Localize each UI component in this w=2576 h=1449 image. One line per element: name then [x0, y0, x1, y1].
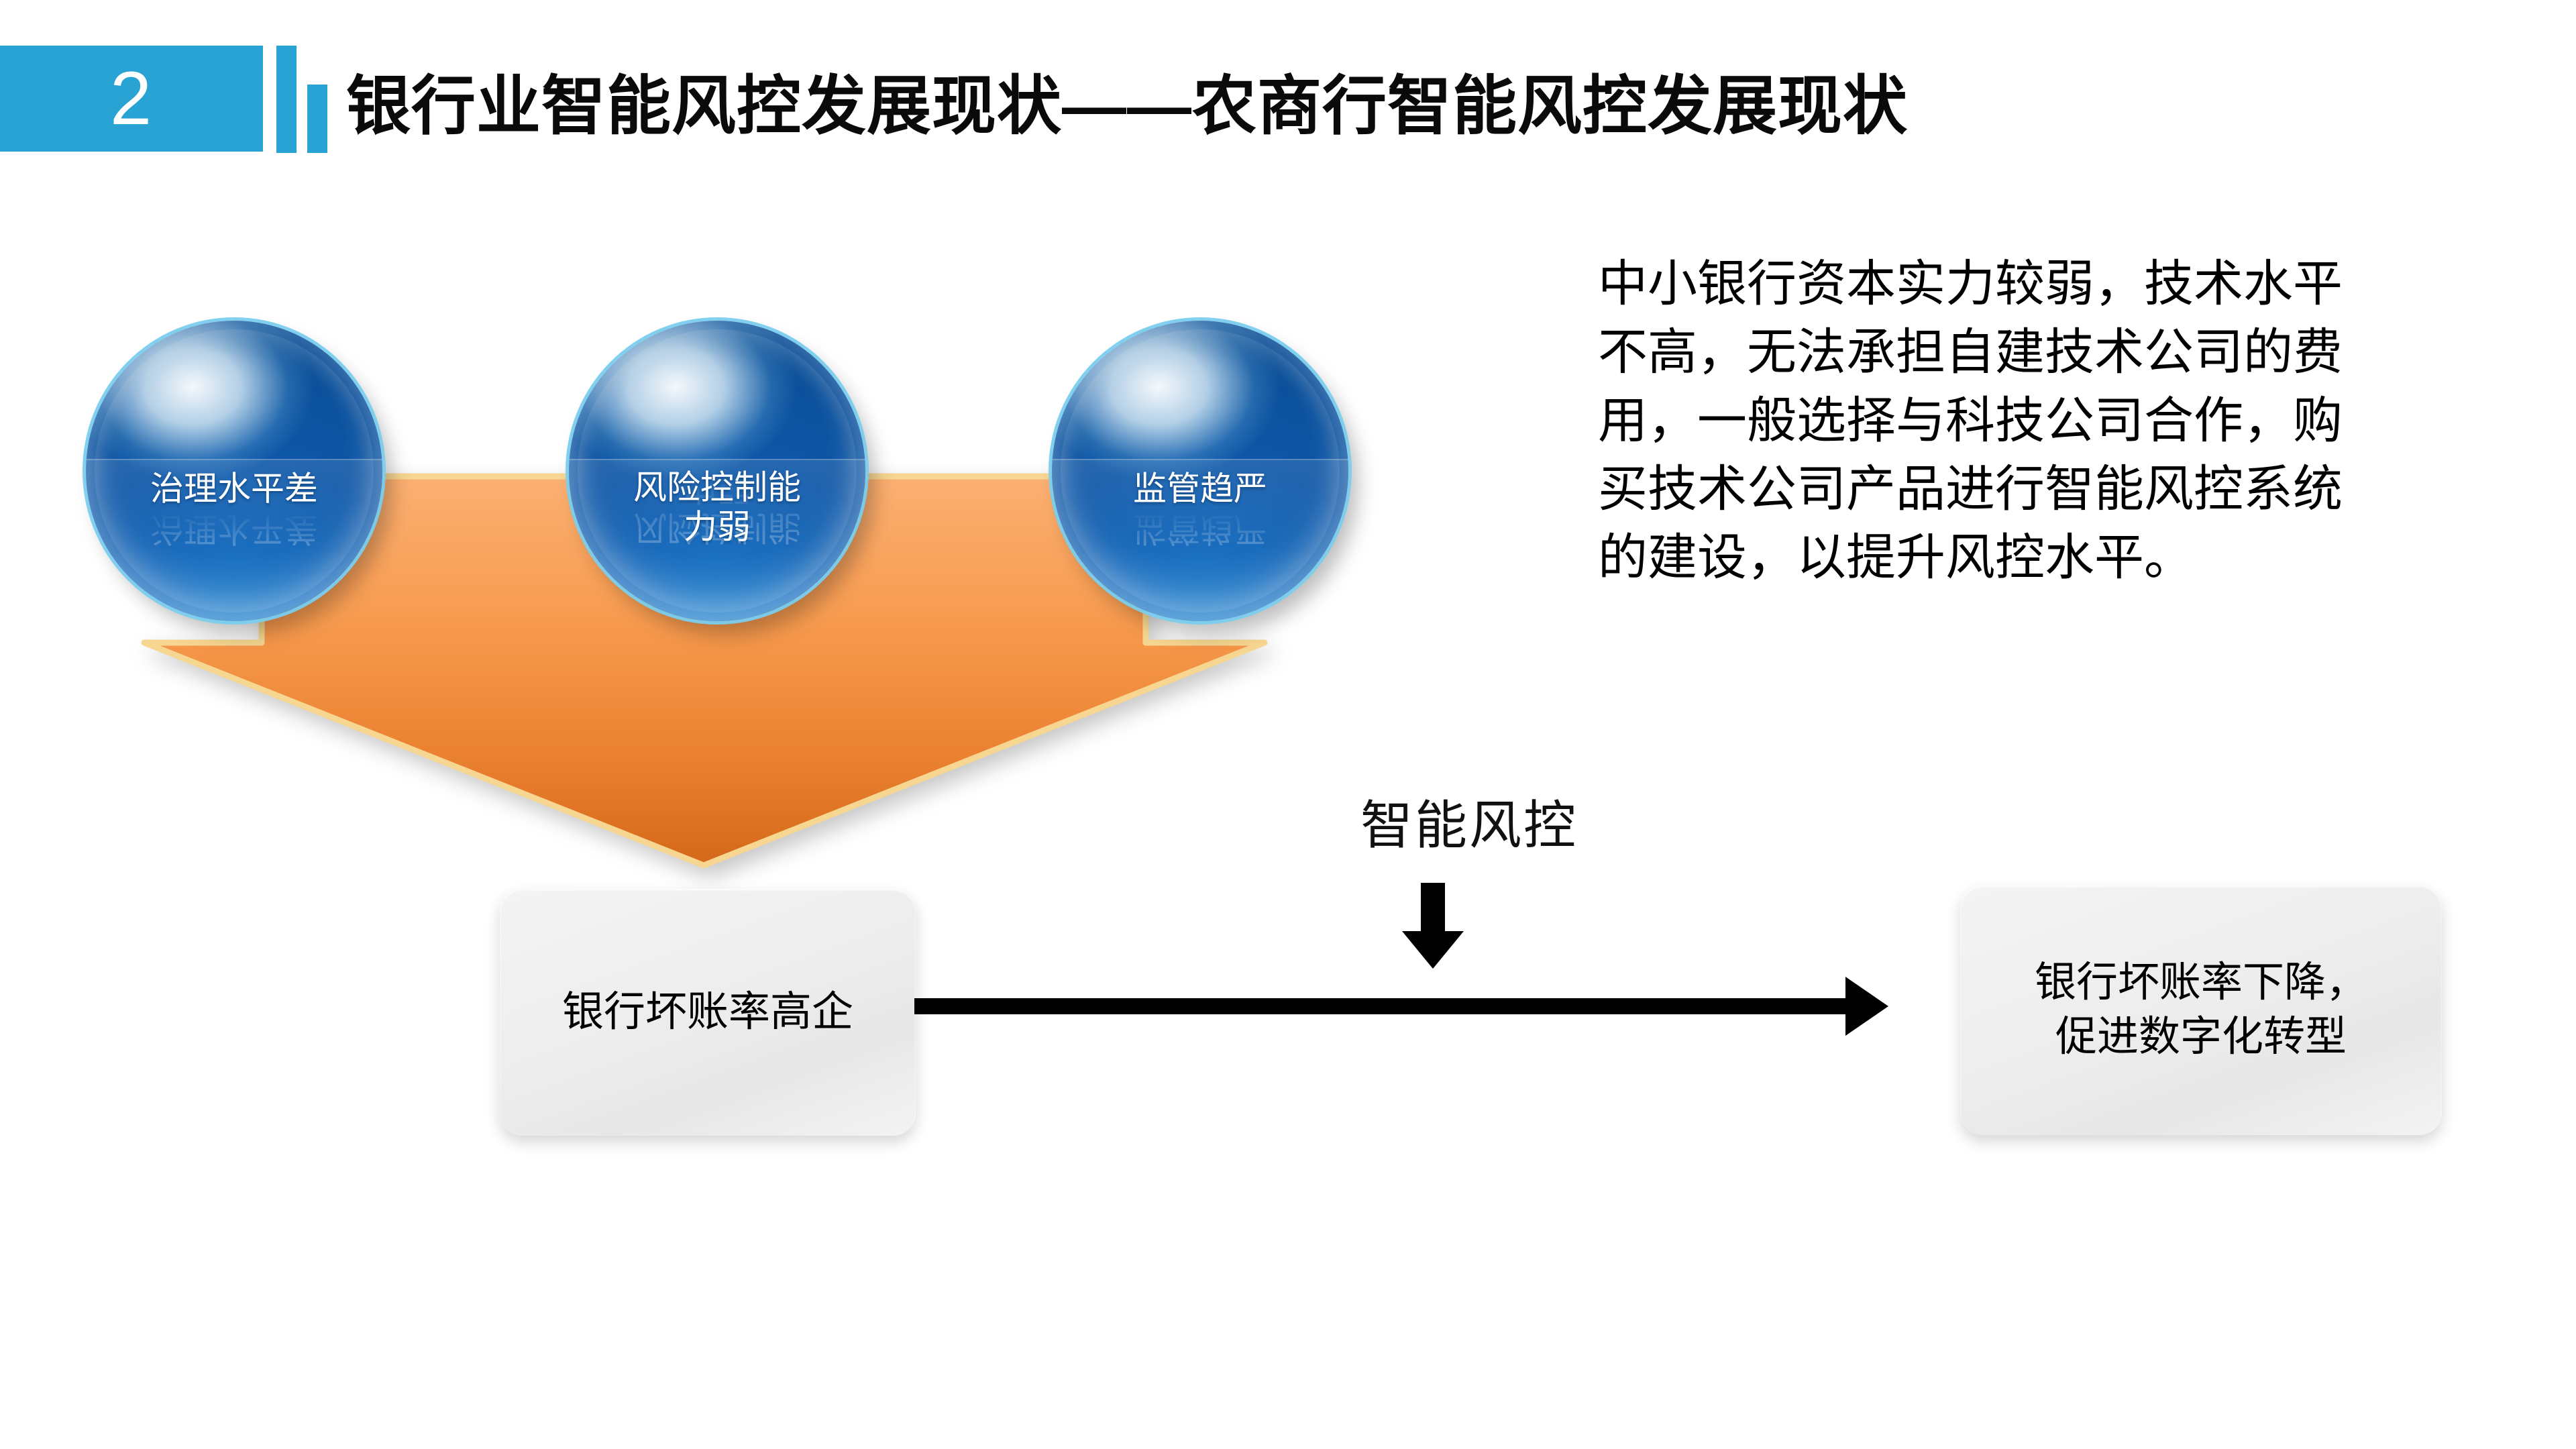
sphere-band [86, 459, 382, 549]
flow-box-cause[interactable]: 银行坏账率高企 [500, 889, 916, 1136]
bubble-label: 风险控制能力弱 [633, 468, 801, 546]
header-number-badge: 2 [0, 46, 263, 152]
bubble-label: 监管趋严 [1133, 470, 1267, 508]
bubble-label: 治理水平差 [150, 470, 318, 508]
sphere-equator-line [1052, 459, 1348, 461]
right-arrow-icon [914, 966, 1894, 1046]
flow-box-cause-label: 银行坏账率高企 [561, 988, 853, 1035]
header-accent-bar-tall [276, 46, 297, 153]
sphere-equator-line [569, 459, 865, 461]
bubble-regulation[interactable]: 监管趋严 监管趋严 [1052, 321, 1348, 621]
flow-transform-label: 智能风控 [1360, 796, 1578, 855]
flow-box-result-label: 银行坏账率下降，促进数字化转型 [2034, 959, 2367, 1060]
header-accent-bar-short [307, 85, 327, 153]
down-arrow-icon [1401, 883, 1465, 970]
page-title: 银行业智能风控发展现状——农商行智能风控发展现状 [346, 70, 1908, 142]
sphere-band [569, 459, 865, 549]
sphere-equator-line [86, 459, 382, 461]
bubble-risk-control[interactable]: 风险控制能力弱 风险控制能力弱 [569, 321, 865, 621]
flow-box-result[interactable]: 银行坏账率下降，促进数字化转型 [1960, 885, 2442, 1135]
header-number: 2 [109, 56, 154, 140]
sphere-band [1052, 459, 1348, 549]
body-paragraph: 中小银行资本实力较弱，技术水平不高，无法承担自建技术公司的费用，一般选择与科技公… [1598, 256, 2343, 586]
bubble-governance[interactable]: 治理水平差 治理水平差 [86, 321, 382, 621]
